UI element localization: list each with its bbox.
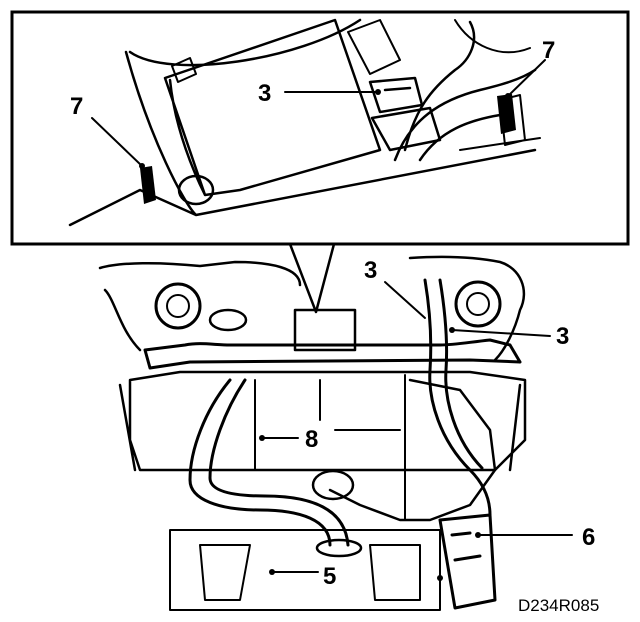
callout-main-3-upper: 3 [364, 257, 377, 284]
right-mount [454, 280, 502, 328]
floor-panel [169, 529, 441, 611]
callout-6: 6 [582, 524, 595, 551]
leader-dot [259, 435, 265, 441]
heat-shield [328, 378, 497, 522]
callout-inset-right-7: 7 [542, 37, 555, 64]
leader-main-3-right [451, 329, 551, 337]
inset-round-part [177, 174, 215, 206]
callout-main-3-right: 3 [556, 323, 569, 350]
subframe-panel [254, 374, 406, 521]
left-mount [154, 282, 202, 330]
wiring-harness [423, 278, 492, 517]
leader-dot [505, 93, 511, 99]
exhaust-pipe [188, 378, 350, 547]
leader-dot [139, 163, 145, 169]
left-mount-inner [166, 294, 190, 318]
leader-dot [449, 327, 455, 333]
leader-dot [437, 575, 443, 581]
bracket-6 [438, 513, 497, 610]
center-block [293, 308, 357, 352]
leader-inset-right-7 [507, 59, 546, 97]
detail-inset: 7 3 7 [10, 10, 630, 314]
inset-module-top [171, 19, 401, 83]
leader-main-3-upper [384, 281, 426, 319]
subframe [118, 370, 527, 472]
figure-reference-code: D234R085 [518, 596, 599, 615]
inset-frame [10, 10, 630, 246]
leader-dot [375, 89, 381, 95]
callout-inset-3: 3 [258, 80, 271, 107]
inset-body-panel [68, 18, 537, 227]
leader-dot [269, 569, 275, 575]
tank-dome [311, 469, 355, 501]
cross-member [143, 338, 522, 370]
inset-pointer [288, 242, 336, 314]
leader-dot [475, 532, 481, 538]
callout-5: 5 [323, 563, 336, 590]
leader-inset-left-7 [91, 117, 143, 167]
callout-8: 8 [305, 426, 318, 453]
right-mount-inner [466, 292, 490, 316]
body-contour [98, 255, 526, 362]
pipe-flange [315, 538, 363, 558]
left-bracket [208, 308, 248, 332]
callout-inset-left-7: 7 [70, 93, 83, 120]
main-view: 3 3 8 6 5 [98, 255, 595, 611]
inset-left-fastener [140, 166, 156, 204]
inset-right-fastener [497, 94, 516, 134]
